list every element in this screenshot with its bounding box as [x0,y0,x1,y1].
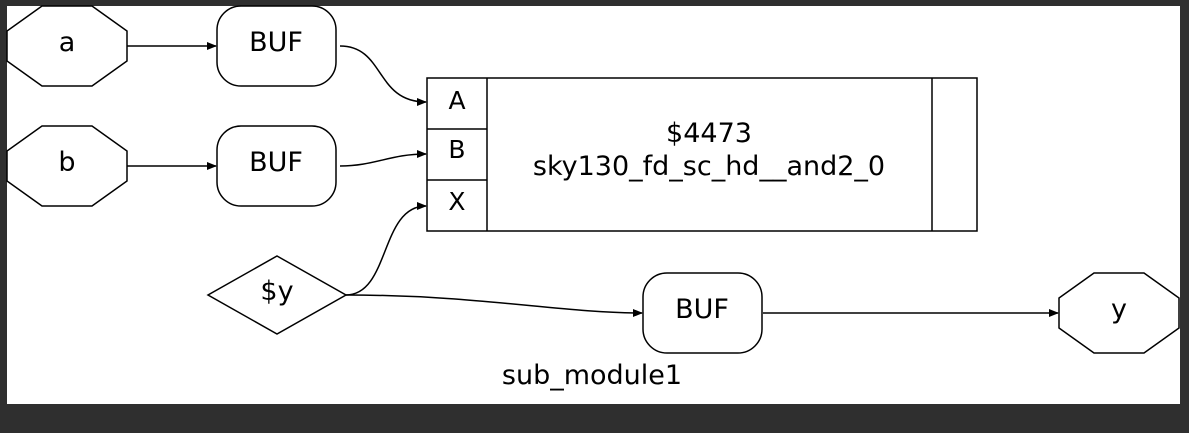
buffer-y[interactable]: BUF [642,272,763,354]
input-port-a-label: a [59,27,76,58]
output-port-y[interactable]: y [1058,272,1180,354]
and2-cell-id: $4473 [666,118,752,149]
and2-cell-type: sky130_fd_sc_hd__and2_0 [533,151,885,182]
module-name-label: sub_module1 [502,360,682,391]
buffer-b-shape [216,125,337,207]
edge-buffer-b-to-cell-b [339,150,427,167]
and2-cell-port-x: X [448,187,465,216]
edge-wire-y-to-cell-x [345,202,427,296]
wire-y-label: $y [260,276,293,307]
buffer-y-shape [642,272,763,354]
buffer-a[interactable]: BUF [216,5,337,87]
buffer-b[interactable]: BUF [216,125,337,207]
input-port-b-label: b [58,147,75,178]
input-port-b-shape [6,125,128,207]
input-port-b[interactable]: b [6,125,128,207]
buffer-b-label: BUF [249,147,303,178]
edge-buffer-a-to-cell-a [339,45,427,106]
buffer-a-label: BUF [249,27,303,58]
buffer-a-shape [216,5,337,87]
wire-y-shape [206,255,348,335]
wire-y-node[interactable]: $y [206,255,348,335]
edge-wire-y-to-buffer-y [345,294,643,317]
and2-cell-port-a: A [448,86,465,115]
input-port-a[interactable]: a [6,5,128,87]
and2-cell-port-b: B [448,135,465,164]
and2-cell-outline [426,77,978,232]
buffer-y-label: BUF [675,294,729,325]
input-port-a-shape [6,5,128,87]
output-port-y-shape [1058,272,1180,354]
output-port-y-label: y [1111,294,1127,325]
diagram-background [7,6,1180,404]
and2-cell[interactable]: A B X $4473 sky130_fd_sc_hd__and2_0 [426,77,978,232]
